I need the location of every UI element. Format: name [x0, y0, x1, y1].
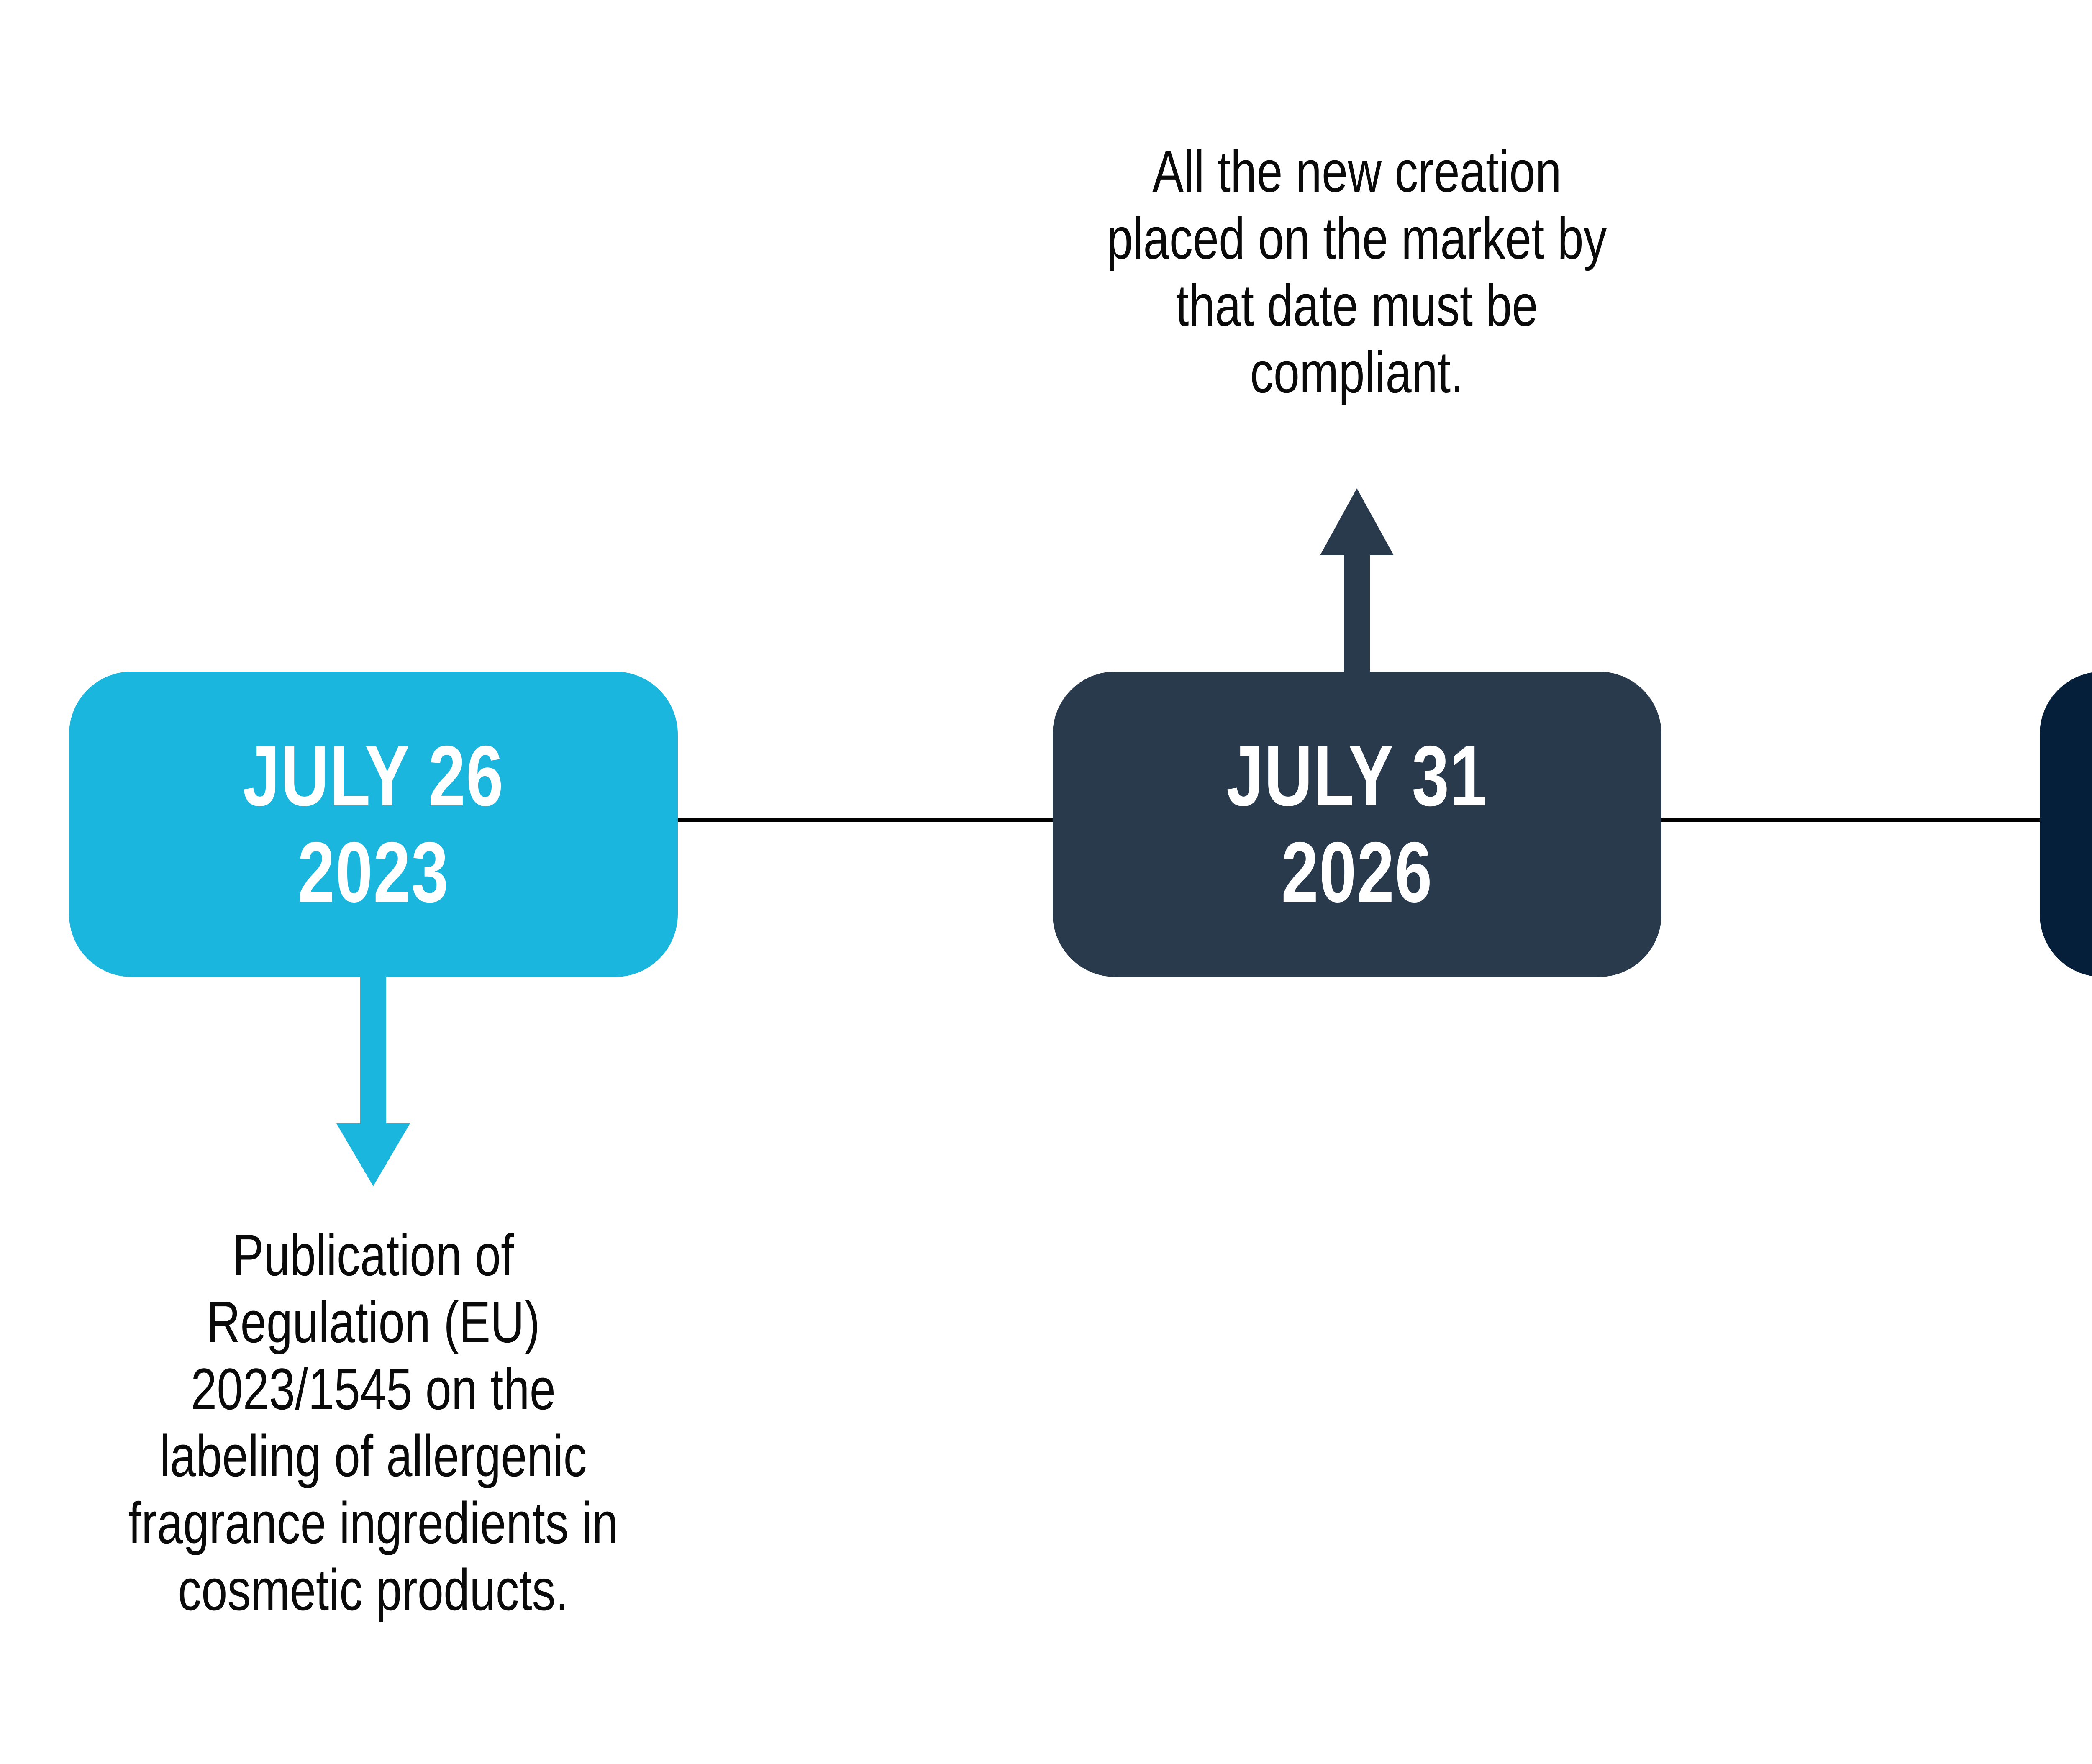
- annotation-2026: All the new creation placed on the marke…: [955, 138, 1759, 406]
- annotation-line: compliant.: [1250, 339, 1464, 405]
- timeline-connector-line: [676, 818, 1054, 822]
- event-date: JULY 31 2026: [1226, 728, 1487, 920]
- event-card-2026: JULY 31 2026: [1053, 672, 1661, 977]
- event-card-2023: JULY 26 2023: [69, 672, 678, 977]
- annotation-line: that date must be: [1176, 272, 1538, 338]
- event-date-line1: JULY 31: [1226, 728, 1488, 824]
- annotation-line: products.: [2009, 1377, 2092, 1444]
- annotation-line: Withdrawal from the: [2009, 1243, 2092, 1310]
- event-date-line2: 2026: [1281, 824, 1433, 920]
- event-date-line2: 2023: [297, 824, 449, 920]
- timeline-connector-line: [1659, 818, 2042, 822]
- annotation-line: labeling of allergenic: [159, 1423, 587, 1489]
- annotation-line: All the new creation: [1152, 138, 1561, 204]
- annotation-2023: Publication of Regulation (EU) 2023/1545…: [55, 1222, 691, 1623]
- down-arrow-icon: [336, 1123, 410, 1186]
- event-date-line1: JULY 26: [243, 728, 504, 824]
- event-date: JULY 26 2023: [243, 728, 504, 920]
- annotation-line: cosmetic products.: [178, 1557, 569, 1623]
- annotation-line: Publication of: [232, 1222, 514, 1288]
- annotation-line: placed on the market by: [1107, 205, 1607, 271]
- annotation-line: Regulation (EU): [206, 1289, 540, 1355]
- annotation-line: 2023/1545 on the: [191, 1356, 556, 1422]
- annotation-line: fragrance ingredients in: [128, 1490, 618, 1556]
- up-arrow-icon: [1320, 488, 1394, 555]
- down-arrow-stem: [360, 975, 386, 1123]
- annotation-2028: Withdrawal from the market of non-compli…: [2009, 1243, 2092, 1444]
- annotation-line: market of non-compliant: [2009, 1310, 2092, 1377]
- event-card-2028: JULY 31 2028: [2040, 672, 2092, 977]
- up-arrow-stem: [1344, 555, 1370, 673]
